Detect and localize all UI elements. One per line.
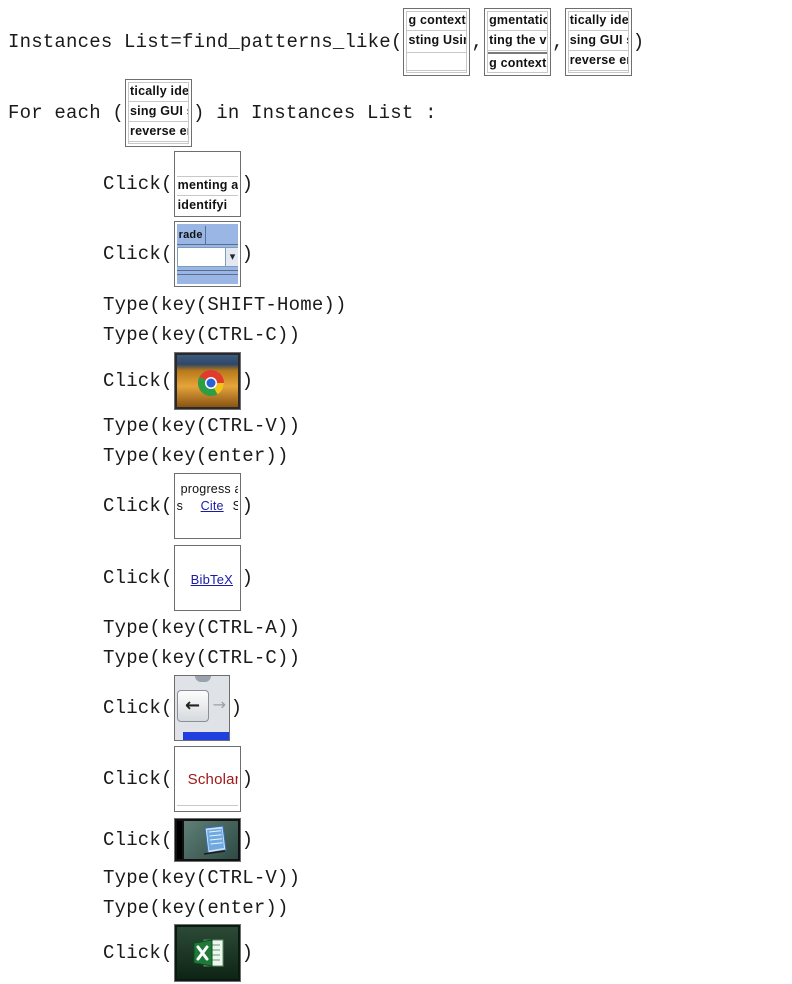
thumb-text: rade [178, 229, 203, 241]
dropdown-thumbnail[interactable]: rade ▾ [173, 221, 241, 287]
click-keyword: Click( [103, 768, 173, 790]
scholar-logo-text: Scholar [187, 771, 238, 788]
loop-variable-thumbnail[interactable]: tically ider sing GUI sc reverse er [125, 79, 193, 147]
click-step-bibtex: Click( BibTeX ) [103, 545, 253, 611]
thumb-text: ting the vi [489, 33, 549, 47]
back-arrow-icon: ← [176, 690, 209, 722]
click-close: ) [241, 243, 254, 265]
separator-comma: , [471, 31, 484, 53]
pattern-thumbnail-3[interactable]: tically ider sing GUI sc reverse er [564, 8, 632, 76]
cite-link-thumbnail[interactable]: progress a s Cite S [173, 473, 241, 539]
click-close: ) [230, 697, 243, 719]
click-step-chrome: Click( ) [103, 352, 253, 410]
click-close: ) [241, 567, 254, 589]
click-keyword: Click( [103, 697, 173, 719]
thumb-text: g contextu [489, 56, 549, 70]
pattern-thumbnail-2[interactable]: gmentatic ting the vi g contextu [484, 8, 552, 76]
notepad-icon [203, 825, 227, 855]
find-patterns-suffix: ) [632, 31, 645, 53]
click-keyword: Click( [103, 370, 173, 392]
click-keyword: Click( [103, 829, 173, 851]
click-keyword: Click( [103, 243, 173, 265]
thumb-text: gmentatic [489, 13, 549, 27]
excel-taskbar-thumbnail[interactable] [173, 924, 241, 982]
find-patterns-line: Instances List=find_patterns_like( g con… [8, 8, 644, 76]
back-button-thumbnail[interactable]: ← → [173, 675, 230, 741]
thumb-text: identifyi [177, 198, 228, 212]
click-step-cite: Click( progress a s Cite S ) [103, 473, 253, 539]
type-enter: Type(key(enter)) [103, 445, 289, 467]
notepad-taskbar-thumbnail[interactable] [173, 818, 241, 862]
click-step-notepad: Click( ) [103, 818, 253, 862]
click-step-excel: Click( ) [103, 924, 253, 982]
pattern-thumbnail-1[interactable]: g context sting Using [403, 8, 471, 76]
type-ctrl-v: Type(key(CTRL-V)) [103, 415, 301, 437]
paragraph-thumbnail[interactable]: menting a identifyi [173, 151, 241, 217]
click-close: ) [241, 829, 254, 851]
thumb-text: S [233, 499, 238, 513]
bibtex-link-thumbnail[interactable]: BibTeX [173, 545, 241, 611]
find-patterns-prefix: Instances List=find_patterns_like( [8, 31, 403, 53]
forward-arrow-icon: → [212, 695, 227, 714]
thumb-text: progress a [180, 482, 238, 496]
click-keyword: Click( [103, 942, 173, 964]
excel-icon [193, 939, 224, 967]
click-close: ) [241, 768, 254, 790]
type-ctrl-a: Type(key(CTRL-A)) [103, 617, 301, 639]
click-keyword: Click( [103, 495, 173, 517]
click-keyword: Click( [103, 173, 173, 195]
click-step-paragraph: Click( menting a identifyi ) [103, 151, 253, 217]
type-enter: Type(key(enter)) [103, 897, 289, 919]
click-close: ) [241, 495, 254, 517]
type-ctrl-v: Type(key(CTRL-V)) [103, 867, 301, 889]
for-each-suffix: ) in Instances List : [193, 102, 437, 124]
thumb-text: reverse er [569, 53, 629, 67]
separator-comma: , [552, 31, 564, 53]
click-close: ) [241, 173, 254, 195]
click-step-back: Click( ← → ) [103, 675, 242, 741]
thumb-text: reverse er [130, 124, 190, 138]
thumb-text: s [176, 499, 184, 513]
thumb-text: tically ider [569, 13, 629, 27]
for-each-prefix: For each ( [8, 102, 125, 124]
click-close: ) [241, 942, 254, 964]
thumb-text: tically ider [130, 84, 190, 98]
bibtex-link[interactable]: BibTeX [190, 572, 234, 587]
for-each-line: For each ( tically ider sing GUI sc reve… [8, 79, 437, 147]
thumb-text: sting Using [408, 33, 466, 47]
type-ctrl-c: Type(key(CTRL-C)) [103, 324, 301, 346]
scholar-thumbnail[interactable]: Scholar [173, 746, 241, 812]
chrome-taskbar-thumbnail[interactable] [173, 352, 241, 410]
thumb-text: g context [408, 13, 466, 27]
type-shift-home: Type(key(SHIFT-Home)) [103, 294, 347, 316]
thumb-text: menting a [177, 178, 238, 192]
thumb-text: sing GUI sc [130, 104, 188, 118]
chrome-icon [197, 370, 224, 397]
click-step-dropdown: Click( rade ▾ ) [103, 221, 253, 287]
click-close: ) [241, 370, 254, 392]
click-step-scholar: Click( Scholar ) [103, 746, 253, 812]
type-ctrl-c: Type(key(CTRL-C)) [103, 647, 301, 669]
cite-link[interactable]: Cite [200, 499, 224, 513]
thumb-text: sing GUI sc [569, 33, 628, 47]
click-keyword: Click( [103, 567, 173, 589]
chevron-down-icon: ▾ [224, 248, 238, 266]
